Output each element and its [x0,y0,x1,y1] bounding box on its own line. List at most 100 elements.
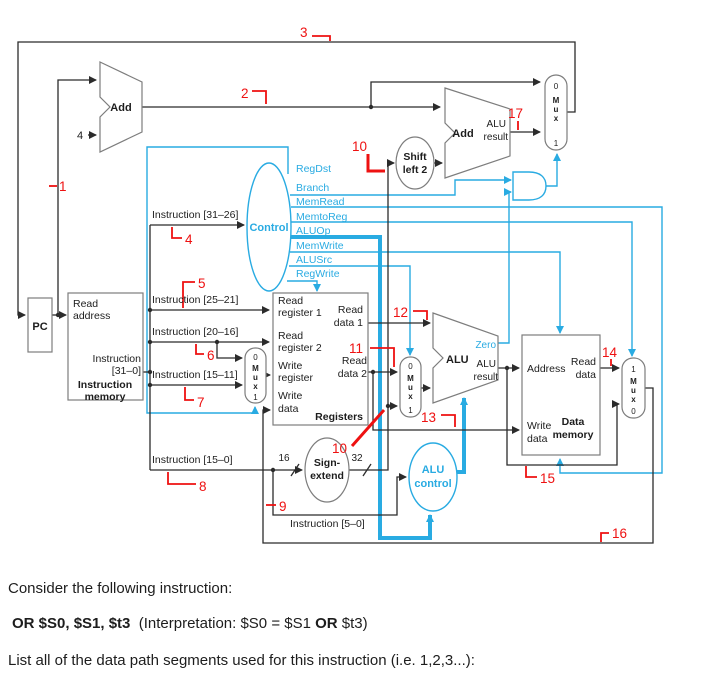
segment-number-leaders [49,35,612,542]
leader-8 [167,472,196,485]
wire-aluctl-out [457,397,468,474]
field-5-0: Instruction [5–0] [290,518,365,530]
zero-label: Zero [475,340,496,351]
segment-3: 3 [300,25,308,40]
junction-dot [504,365,510,371]
add-label: Add [110,102,131,114]
segment-17: 17 [508,106,523,121]
alusrc-mux-1: 1 [408,406,413,415]
regdst-mux-u: u [253,373,258,382]
segment-1: 1 [59,179,67,194]
branch-add-result1: ALU [487,119,506,130]
reg-readdata2a: Read [342,355,367,367]
dmem-name1: Data [562,416,585,428]
interpretation-post: $t3) [337,615,368,632]
instruction-text: OR $S0, $S1, $t3 [12,615,131,632]
signal-memread: MemRead [296,196,345,208]
junction-dot [147,339,153,345]
junction-dot [214,339,220,345]
memtoreg-mux-1: 1 [631,365,636,374]
field-31-26: Instruction [31–26] [152,209,238,221]
shift-left-2 [395,136,435,190]
wire-signext-out [349,159,395,471]
field-15-11: Instruction [15–11] [152,369,238,381]
wire-pc4-to-mux0 [370,78,541,107]
junction-dot [147,307,153,313]
dmem-name2: memory [553,429,594,441]
alusrc-mux [399,356,422,418]
sign-extend-label1: Sign- [314,457,341,469]
segment-7: 7 [197,395,205,410]
const4-label: 4 [77,130,83,142]
reg-readreg2a: Read [278,330,303,342]
wire-pc-feedback [17,41,576,319]
shift-left2-label2: left 2 [403,164,428,176]
bitwidth-32: 32 [351,453,363,464]
dmem-readdata2: data [576,369,597,381]
leader-6 [195,344,204,355]
data-memory-box [521,334,601,456]
segment-11: 11 [349,341,363,356]
memory-register-labels: Read address Instruction [31–0] Instruct… [73,295,596,445]
interpretation-or: OR [315,615,338,632]
wire-aluresult-mux [506,368,620,466]
alu-control-label1: ALU [422,464,445,476]
control-label: Control [249,222,288,234]
field-15-0: Instruction [15–0] [152,454,233,466]
components [27,61,646,512]
field-20-16: Instruction [20–16] [152,326,238,338]
alu-label: ALU [446,354,469,366]
wire-aluop [290,235,434,540]
leader-2 [252,90,267,104]
add-unit [99,61,143,153]
reg-writereg-b: register [278,372,314,384]
memtoreg-mux-u: u [631,386,636,395]
leader-7 [184,387,194,401]
regdst-mux-0: 0 [253,353,258,362]
wire-regdst [146,146,289,414]
segment-5: 5 [198,276,206,291]
control-signal-labels: RegDst Branch MemRead MemtoReg ALUOp Mem… [296,163,348,280]
and-gate [512,171,547,201]
mips-datapath-diagram: PC Add 4 Add ALU result Shift left 2 Con… [17,25,663,544]
segment-12: 12 [393,305,408,320]
junction-dot [147,382,153,388]
segment-2: 2 [241,86,249,101]
component-labels: PC Add 4 Add ALU result Shift left 2 Con… [32,102,508,490]
alu-control-oval [408,442,458,512]
junction-dots [55,104,510,473]
reg-readdata2b: data 2 [338,368,367,380]
imem-address: address [73,310,110,322]
memtoreg-mux-0: 0 [631,407,636,416]
signal-regwrite: RegWrite [296,268,340,280]
segment-8: 8 [199,479,207,494]
wire-memtoreg [291,221,636,357]
registers-box [272,292,369,426]
memtoreg-mux-x: x [631,395,636,404]
leader-12 [413,310,428,320]
question-line1: Consider the following instruction: [8,580,233,597]
wire-zero [498,188,512,344]
dmem-writedata1: Write [527,420,551,432]
branch-add-result2: result [484,132,509,143]
reg-readreg1a: Read [278,295,303,307]
leader-16 [600,532,609,542]
junction-dot [55,312,61,318]
imem-instruction: Instruction [93,353,142,365]
reg-readreg2b: register 2 [278,342,322,354]
interpretation-pre: (Interpretation: $S0 = $S1 [130,615,316,632]
pcsrc-mux-u: u [554,105,559,114]
segment-16: 16 [612,526,627,541]
datapath-wires [17,41,654,544]
imem-bits: [31–0] [112,365,141,377]
wire-readdata2-mem [372,372,520,434]
pcsrc-mux-x: x [554,114,559,123]
reg-readreg1b: register 1 [278,307,322,319]
leader-3 [312,35,331,41]
segment-15: 15 [540,471,555,486]
segment-4: 4 [185,232,193,247]
wire-memread [291,206,663,474]
mux-labels: 0 M u x 1 0 M u x 1 0 M u x 1 1 M u x 0 [252,82,637,416]
signal-alusrc: ALUSrc [296,254,332,266]
junction-dot [147,369,153,375]
